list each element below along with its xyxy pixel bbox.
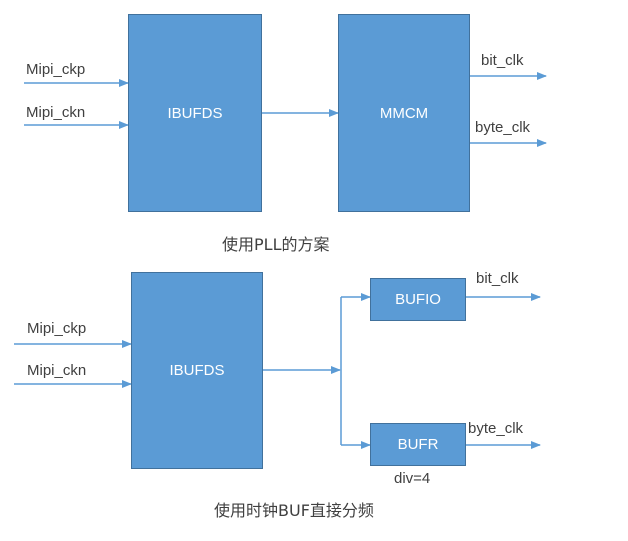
top-output-bit-clk-label: bit_clk [481,52,524,69]
buf-scheme-caption: 使用时钟BUF直接分频 [214,501,374,520]
top-ibufds-block: IBUFDS [128,14,262,212]
top-output-byte-clk-label: byte_clk [475,119,531,136]
bufio-block: BUFIO [370,278,466,321]
bottom-input-ckp-label: Mipi_ckp [27,320,87,337]
mmcm-block: MMCM [338,14,470,212]
bottom-output-bit-clk-label: bit_clk [476,270,519,287]
bottom-input-ckn-label: Mipi_ckn [27,362,87,379]
pll-scheme-caption: 使用PLL的方案 [222,235,330,254]
top-input-ckn-label: Mipi_ckn [26,104,86,121]
bottom-output-byte-clk-label: byte_clk [468,420,524,437]
bufr-block: BUFR [370,423,466,466]
bottom-ibufds-block: IBUFDS [131,272,263,469]
bufr-divider-label: div=4 [394,470,431,487]
top-input-ckp-label: Mipi_ckp [26,61,86,78]
